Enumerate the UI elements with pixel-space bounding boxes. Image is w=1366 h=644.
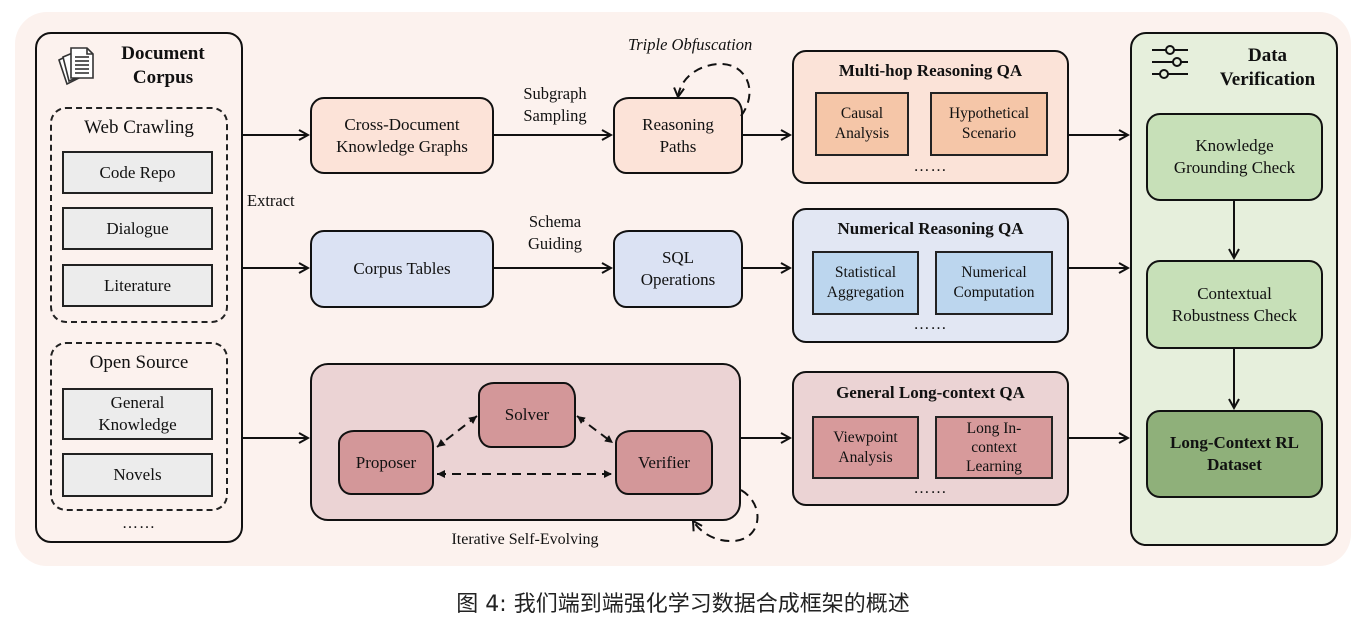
qa-item-numerical-computation[interactable]: Numerical Computation bbox=[935, 251, 1053, 315]
general-long-context-qa-title: General Long-context QA bbox=[836, 383, 1025, 402]
qa-item-statistical-aggregation[interactable]: Statistical Aggregation bbox=[812, 251, 919, 315]
more-qa-ellipsis: …… bbox=[913, 158, 948, 175]
source-code-repo[interactable]: Code Repo bbox=[62, 151, 213, 194]
contextual-robustness-check-node[interactable]: Contextual Robustness Check bbox=[1146, 260, 1323, 349]
solver-node[interactable]: Solver bbox=[478, 382, 576, 448]
open-source-label: Open Source bbox=[89, 352, 189, 373]
label-line: Schema bbox=[528, 212, 582, 231]
qa-item-causal-analysis[interactable]: Causal Analysis bbox=[815, 92, 909, 156]
proposer-node[interactable]: Proposer bbox=[338, 430, 434, 495]
more-qa-ellipsis: …… bbox=[913, 480, 948, 497]
figure-caption: 图 4: 我们端到端强化学习数据合成框架的概述 bbox=[456, 592, 910, 617]
label-line: Guiding bbox=[527, 234, 583, 253]
more-qa-ellipsis: …… bbox=[913, 316, 948, 333]
qa-item-long-in-context-learning[interactable]: Long In-context Learning bbox=[935, 416, 1053, 479]
corpus-tables-node[interactable]: Corpus Tables bbox=[310, 230, 494, 308]
web-crawling-group bbox=[50, 107, 228, 323]
source-dialogue[interactable]: Dialogue bbox=[62, 207, 213, 250]
document-corpus-title: Document Corpus bbox=[108, 42, 218, 90]
multi-hop-qa-title: Multi-hop Reasoning QA bbox=[838, 61, 1023, 80]
qa-item-hypothetical-scenario[interactable]: Hypothetical Scenario bbox=[930, 92, 1048, 156]
label-line: Subgraph bbox=[523, 84, 587, 103]
source-general-knowledge[interactable]: General Knowledge bbox=[62, 388, 213, 440]
iterative-self-evolving-label: Iterative Self-Evolving bbox=[451, 531, 599, 548]
reasoning-paths-node[interactable]: Reasoning Paths bbox=[613, 97, 743, 174]
data-verification-title: Data Verification bbox=[1195, 44, 1340, 92]
title-line: Data bbox=[1247, 45, 1288, 66]
long-context-rl-dataset-node[interactable]: Long-Context RL Dataset bbox=[1146, 410, 1323, 498]
sql-operations-node[interactable]: SQL Operations bbox=[613, 230, 743, 308]
open-source-group bbox=[50, 342, 228, 511]
title-line: Document bbox=[121, 43, 205, 64]
document-stack-icon bbox=[53, 42, 101, 86]
schema-guiding-label: Schema Guiding bbox=[505, 210, 605, 256]
knowledge-graphs-node[interactable]: Cross-Document Knowledge Graphs bbox=[310, 97, 494, 174]
web-crawling-label: Web Crawling bbox=[84, 117, 194, 138]
title-line: Corpus bbox=[132, 67, 194, 88]
verifier-node[interactable]: Verifier bbox=[615, 430, 713, 495]
subgraph-sampling-label: Subgraph Sampling bbox=[505, 82, 605, 128]
knowledge-grounding-check-node[interactable]: Knowledge Grounding Check bbox=[1146, 113, 1323, 201]
qa-item-viewpoint-analysis[interactable]: Viewpoint Analysis bbox=[812, 416, 919, 479]
triple-obfuscation-label: Triple Obfuscation bbox=[628, 35, 753, 54]
more-sources-ellipsis: …… bbox=[122, 515, 156, 532]
source-literature[interactable]: Literature bbox=[62, 264, 213, 307]
source-novels[interactable]: Novels bbox=[62, 453, 213, 497]
label-line: Sampling bbox=[523, 106, 587, 125]
sliders-icon bbox=[1150, 44, 1192, 80]
numerical-qa-title: Numerical Reasoning QA bbox=[837, 219, 1024, 238]
title-line: Verification bbox=[1219, 69, 1316, 90]
extract-label: Extract bbox=[247, 191, 295, 210]
